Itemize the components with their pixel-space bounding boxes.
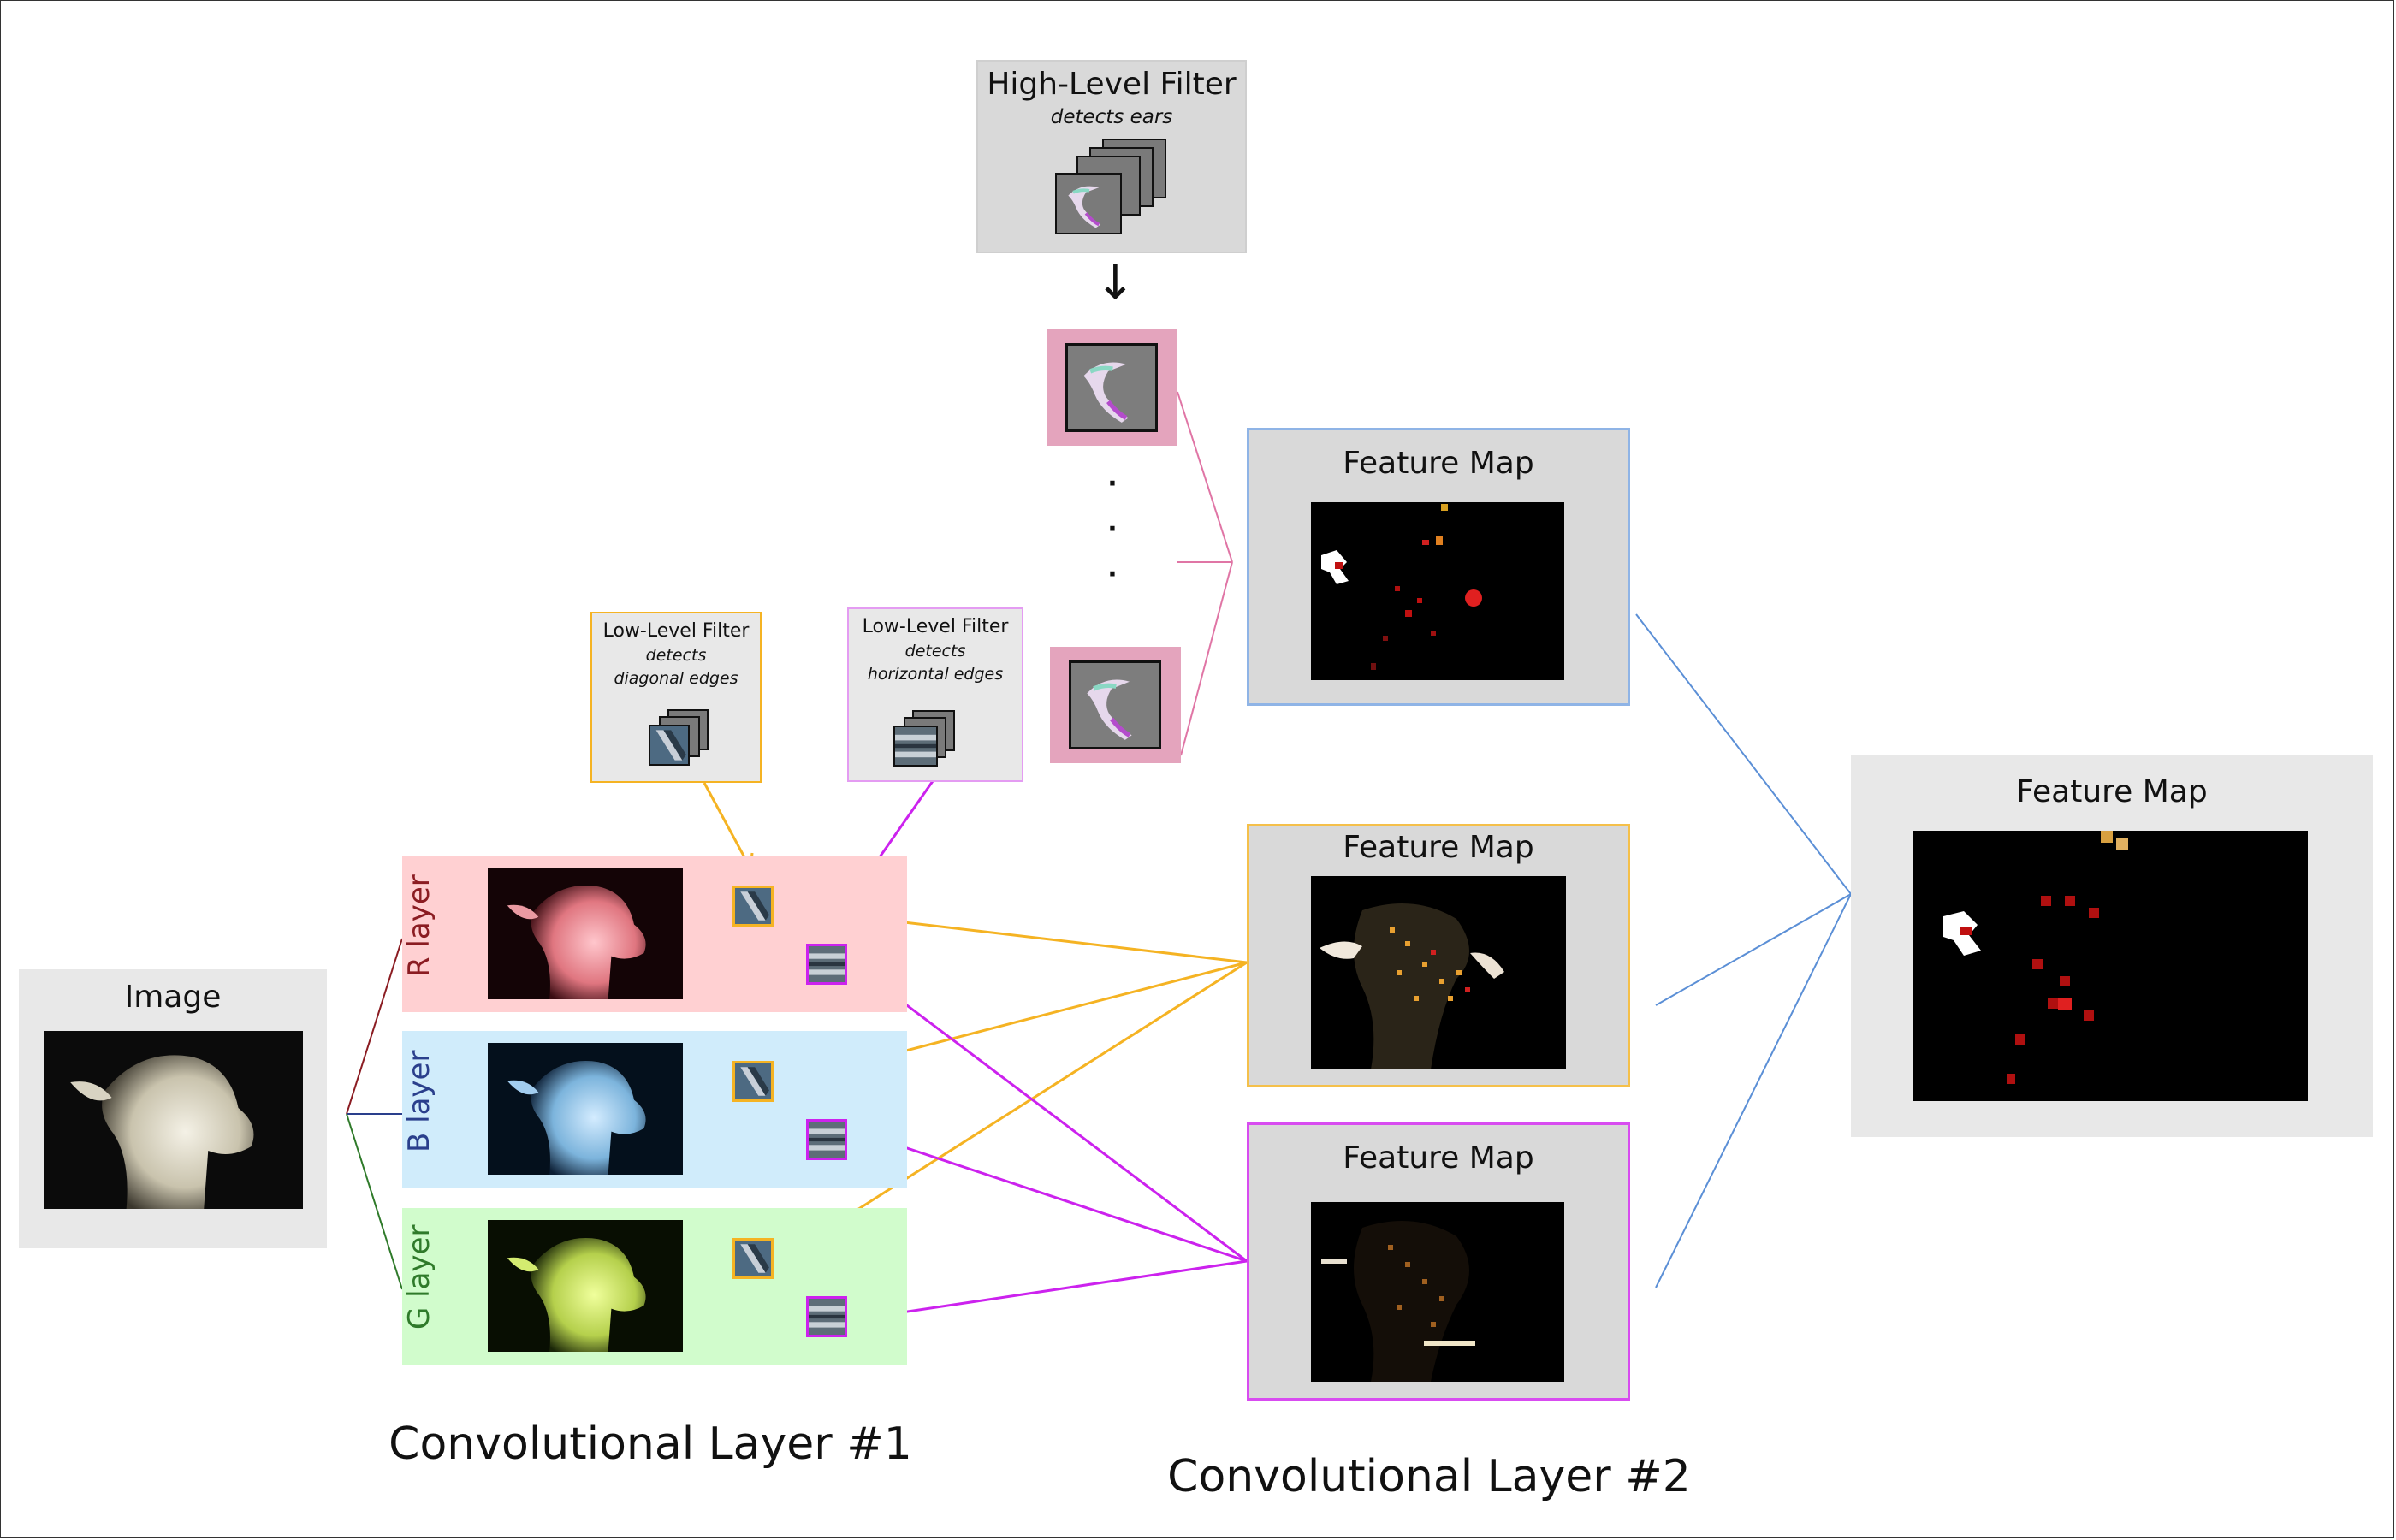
ear-filter-bottom <box>1050 647 1181 763</box>
b-diagonal-filter-icon <box>732 1061 774 1102</box>
alpaca-photo <box>44 1031 303 1209</box>
feature-map-blue-title: Feature Map <box>1343 446 1534 481</box>
ellipsis-dot-2: · <box>1107 514 1118 544</box>
b-horizontal-filter-icon <box>806 1119 847 1160</box>
low-filter-horizontal-title: Low-Level Filter <box>862 616 1009 637</box>
low-level-filter-diagonal: Low-Level Filter detects diagonal edges <box>590 612 762 783</box>
feature-map-final-image <box>1913 831 2308 1101</box>
ellipsis-dot-1: · <box>1107 469 1118 499</box>
down-arrow-icon: ↓ <box>1095 255 1136 311</box>
ear-filter-bottom-icon <box>1069 660 1161 749</box>
high-filter-title: High-Level Filter <box>987 67 1237 102</box>
ellipsis-dot-3: · <box>1107 560 1118 589</box>
g-layer-row: G layer <box>402 1208 907 1365</box>
feature-map-final: Feature Map <box>1851 755 2373 1137</box>
g-channel-photo <box>488 1220 683 1352</box>
low-filter-horizontal-caption: detects horizontal edges <box>867 642 1004 684</box>
high-stack-0 <box>1055 173 1122 234</box>
r-horizontal-filter-icon <box>806 944 847 985</box>
low-level-filter-horizontal: Low-Level Filter detects horizontal edge… <box>847 607 1023 782</box>
feature-map-blue: Feature Map <box>1247 428 1630 706</box>
pink-connections <box>1177 391 1233 756</box>
r-channel-photo <box>488 868 683 999</box>
blue-connections <box>1635 613 1852 1288</box>
b-layer-row: B layer <box>402 1031 907 1188</box>
ear-filter-top-icon <box>1065 343 1158 432</box>
g-horizontal-filter-icon <box>806 1296 847 1337</box>
low-filter-diagonal-caption: detects diagonal edges <box>614 646 738 688</box>
feature-map-orange: Feature Map <box>1247 824 1630 1087</box>
high-filter-caption: detects ears <box>1050 106 1173 128</box>
purple-connections <box>855 965 1248 1321</box>
image-panel-title: Image <box>124 980 222 1015</box>
conv-layer-2-caption: Convolutional Layer #2 <box>1167 1451 1691 1502</box>
feature-map-purple-image <box>1311 1202 1564 1382</box>
g-layer-label: G layer <box>402 1224 436 1330</box>
r-diagonal-filter-icon <box>732 886 774 927</box>
r-layer-row: R layer <box>402 856 907 1012</box>
image-panel: Image <box>19 969 327 1248</box>
g-diagonal-filter-icon <box>732 1238 774 1279</box>
r-layer-label: R layer <box>402 874 436 977</box>
ear-filter-top <box>1047 329 1177 446</box>
image-to-layer-lines <box>346 938 403 1290</box>
feature-map-purple: Feature Map <box>1247 1122 1630 1401</box>
feature-map-purple-title: Feature Map <box>1343 1140 1534 1176</box>
feature-map-orange-image <box>1311 876 1566 1069</box>
high-level-filter: High-Level Filter detects ears <box>976 60 1247 253</box>
horizontal-filter-stack-icon <box>893 726 938 767</box>
conv-layer-1-caption: Convolutional Layer #1 <box>388 1419 912 1470</box>
b-channel-photo <box>488 1043 683 1175</box>
feature-map-blue-image <box>1311 502 1564 680</box>
feature-map-orange-title: Feature Map <box>1343 830 1534 865</box>
diagonal-filter-stack-icon <box>649 725 690 766</box>
low-filter-diagonal-title: Low-Level Filter <box>602 620 750 642</box>
feature-map-final-title: Feature Map <box>2016 774 2208 809</box>
b-layer-label: B layer <box>402 1050 436 1152</box>
